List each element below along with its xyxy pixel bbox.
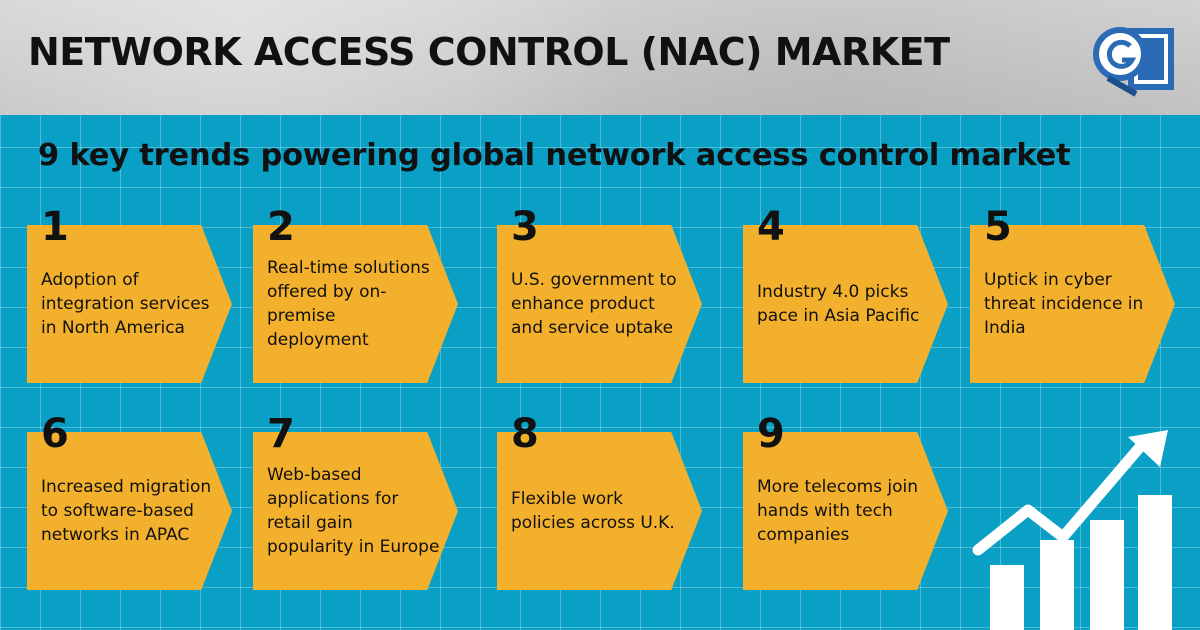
trend-text: Increased migration to software-based ne… [41, 477, 212, 545]
trend-number: 9 [757, 411, 785, 457]
trend-number: 6 [41, 411, 69, 457]
trend-card: 9 More telecoms join hands with tech com… [743, 414, 948, 590]
trend-number: 2 [267, 204, 295, 250]
trend-card: 5 Uptick in cyber threat incidence in In… [970, 207, 1175, 383]
trend-card: 2 Real-time solutions offered by on-prem… [253, 207, 458, 383]
card-background [253, 225, 458, 383]
trend-card: 7 Web-based applications for retail gain… [253, 414, 458, 590]
trend-text: U.S. government to enhance product and s… [511, 270, 677, 338]
trend-number: 5 [984, 204, 1012, 250]
trend-card: 1 Adoption of integration services in No… [27, 207, 232, 383]
trend-card: 3 U.S. government to enhance product and… [497, 207, 702, 383]
trend-card: 6 Increased migration to software-based … [27, 414, 232, 590]
trend-number: 4 [757, 204, 785, 250]
trend-text: Flexible work policies across U.K. [511, 489, 675, 533]
card-background [743, 432, 948, 590]
trend-text: More telecoms join hands with tech compa… [757, 477, 919, 545]
trend-number: 7 [267, 411, 295, 457]
trend-text: Real-time solutions offered by on-premis… [267, 258, 430, 350]
trend-text: Web-based applications for retail gain p… [267, 465, 440, 557]
header: NETWORK ACCESS CONTROL (NAC) MARKET [0, 0, 1200, 115]
trend-card: 4 Industry 4.0 picks pace in Asia Pacifi… [743, 207, 948, 383]
card-background [253, 432, 458, 590]
trend-number: 3 [511, 204, 539, 250]
card-background [970, 225, 1175, 383]
trend-text: Adoption of integration services in Nort… [41, 270, 210, 338]
growth-chart-arrow-icon [972, 430, 1172, 630]
trend-number: 1 [41, 204, 69, 250]
page-title: NETWORK ACCESS CONTROL (NAC) MARKET [28, 30, 950, 74]
gr-logo-icon [1093, 27, 1174, 97]
card-background [497, 225, 702, 383]
trend-card: 8 Flexible work policies across U.K. [497, 414, 702, 590]
trend-number: 8 [511, 411, 539, 457]
card-background [27, 432, 232, 590]
trend-text: Industry 4.0 picks pace in Asia Pacific [757, 282, 920, 326]
card-background [743, 225, 948, 383]
trend-text: Uptick in cyber threat incidence in Indi… [984, 270, 1144, 338]
card-background [497, 432, 702, 590]
subtitle: 9 key trends powering global network acc… [38, 138, 1071, 173]
card-background [27, 225, 232, 383]
